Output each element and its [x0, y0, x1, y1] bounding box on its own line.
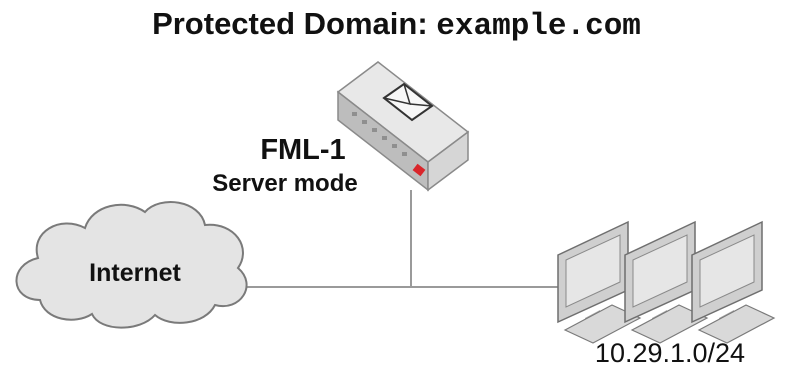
workstation-icon: [557, 220, 642, 344]
connection-lines: [240, 190, 560, 288]
protected-domain-value: example.com: [436, 9, 641, 44]
workstation-icon: [691, 220, 776, 344]
workstation-group-icon: [557, 220, 776, 344]
subnet-label: 10.29.1.0/24: [594, 338, 746, 368]
cloud-icon: [15, 201, 248, 329]
appliance-mode-label: Server mode: [212, 170, 358, 197]
appliance-name-label: FML-1: [260, 134, 346, 166]
title-prefix: Protected Domain:: [152, 6, 437, 41]
workstation-icon: [624, 220, 709, 344]
mail-appliance-icon: [336, 61, 470, 192]
diagram-title: Protected Domain: example.com: [0, 6, 793, 44]
envelope-icon: [382, 82, 434, 122]
internet-label: Internet: [89, 259, 181, 287]
